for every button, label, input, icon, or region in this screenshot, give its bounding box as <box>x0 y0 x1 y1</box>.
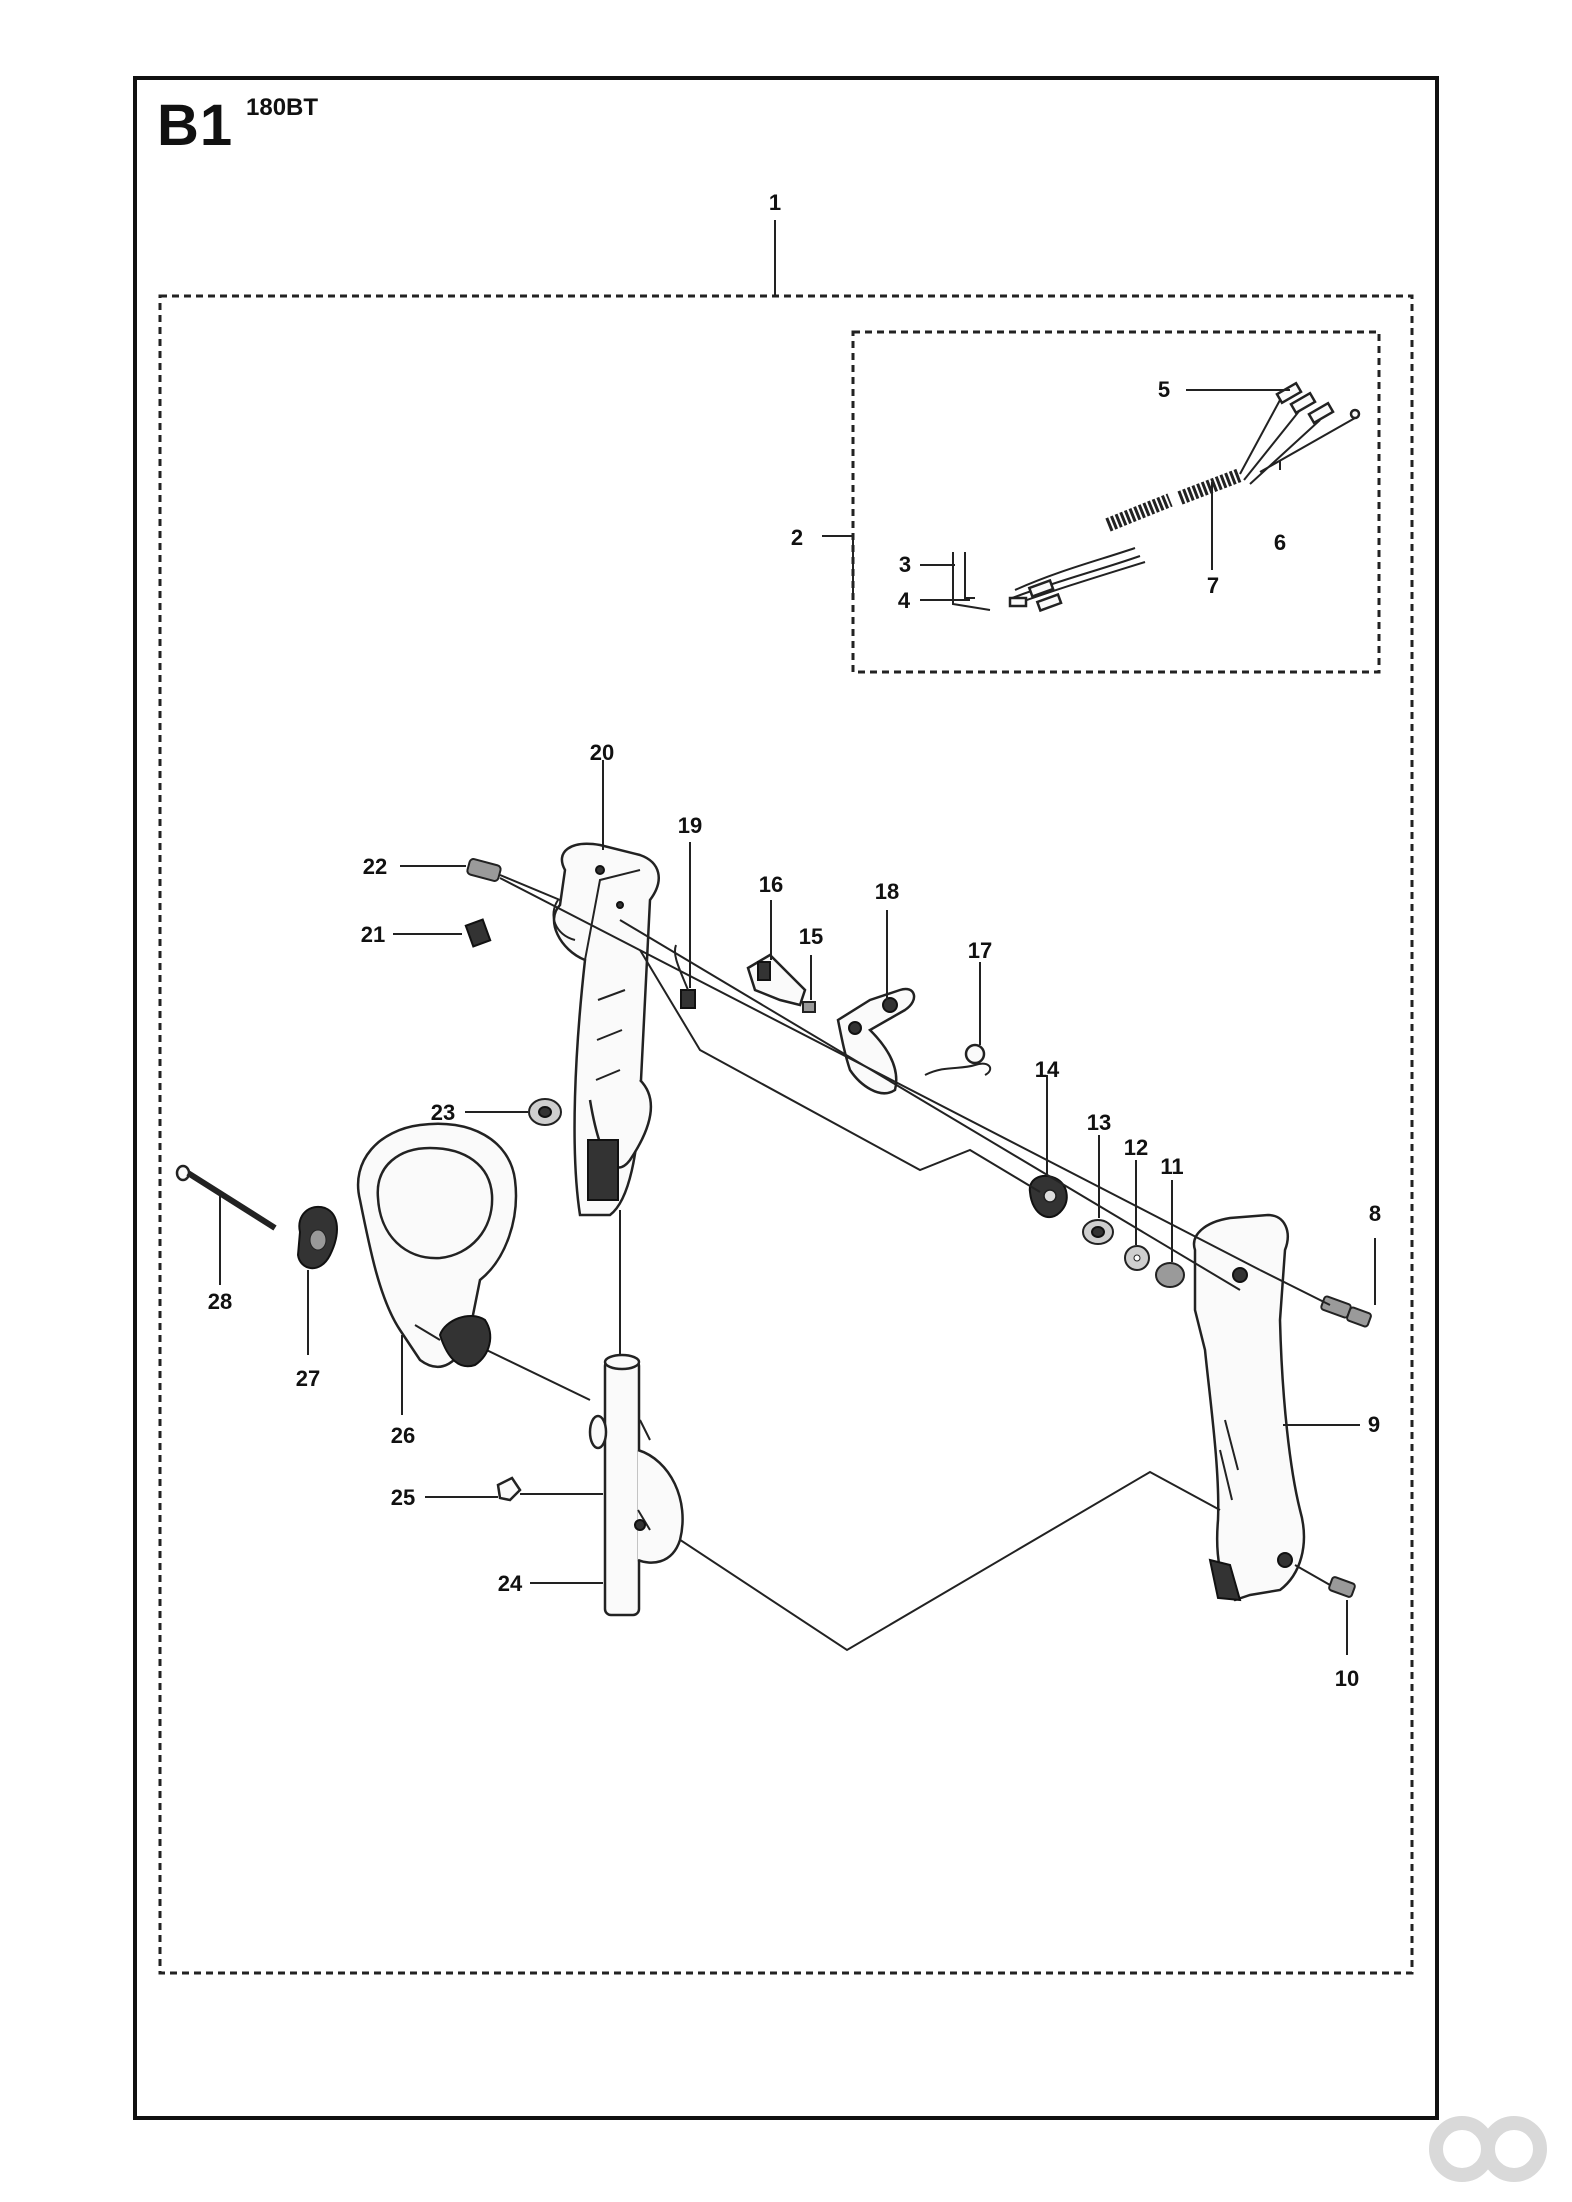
switch-19 <box>674 944 696 1009</box>
callout-17: 17 <box>968 938 992 963</box>
callouts: 1 2 3 4 5 6 7 8 9 10 11 12 13 14 15 16 1… <box>208 190 1381 1691</box>
nut-25 <box>496 1476 522 1502</box>
throttle-housing <box>552 842 660 1217</box>
knob-27 <box>296 1205 338 1270</box>
callout-5: 5 <box>1158 377 1170 402</box>
clamp-insert-14 <box>1028 1174 1068 1218</box>
logo-mark <box>1429 2116 1547 2182</box>
callout-10: 10 <box>1335 1666 1359 1691</box>
trigger-16 <box>746 953 807 1007</box>
spring-17 <box>924 1043 992 1076</box>
callout-27: 27 <box>296 1366 320 1391</box>
callout-14: 14 <box>1035 1057 1060 1082</box>
callout-21: 21 <box>361 922 385 947</box>
callout-7: 7 <box>1207 573 1219 598</box>
callout-2: 2 <box>791 525 803 550</box>
screw-22 <box>466 858 561 901</box>
callout-22: 22 <box>363 854 387 879</box>
assembly-box-1 <box>158 294 1414 1975</box>
callout-23: 23 <box>431 1100 455 1125</box>
callout-16: 16 <box>759 872 783 897</box>
callout-12: 12 <box>1124 1135 1148 1160</box>
callout-20: 20 <box>590 740 614 765</box>
callout-6: 6 <box>1274 530 1286 555</box>
sheet-id: B1 <box>157 93 234 158</box>
callout-1: 1 <box>769 190 781 215</box>
nut-11 <box>1155 1262 1185 1288</box>
callout-19: 19 <box>678 813 702 838</box>
callout-18: 18 <box>875 879 899 904</box>
callout-11: 11 <box>1160 1154 1183 1179</box>
callout-24: 24 <box>498 1571 523 1596</box>
callout-25: 25 <box>391 1485 415 1510</box>
callout-3: 3 <box>899 552 911 577</box>
callout-8: 8 <box>1369 1201 1381 1226</box>
assembly-box-2 <box>851 330 1381 674</box>
bolt-28 <box>175 1164 277 1231</box>
callout-13: 13 <box>1087 1110 1111 1135</box>
throttle-lock-18 <box>836 987 916 1095</box>
screw-10 <box>1328 1576 1356 1598</box>
handle-bar-24 <box>588 1353 684 1617</box>
callout-28: 28 <box>208 1289 232 1314</box>
callout-4: 4 <box>898 588 911 613</box>
wiring-harness <box>952 381 1361 613</box>
callout-26: 26 <box>391 1423 415 1448</box>
bushing-13 <box>1082 1219 1114 1245</box>
handle-clamp-26 <box>356 1122 518 1368</box>
screws-8 <box>1320 1295 1372 1328</box>
page-border <box>133 76 1439 2120</box>
callout-9: 9 <box>1368 1412 1380 1437</box>
rear-handle-9 <box>1192 1213 1306 1602</box>
nut-21 <box>464 918 492 948</box>
callout-15: 15 <box>799 924 823 949</box>
washer-12 <box>1124 1245 1150 1271</box>
model-label: 180BT <box>246 94 319 121</box>
pin-15 <box>802 1001 816 1013</box>
nut-23 <box>528 1098 562 1126</box>
